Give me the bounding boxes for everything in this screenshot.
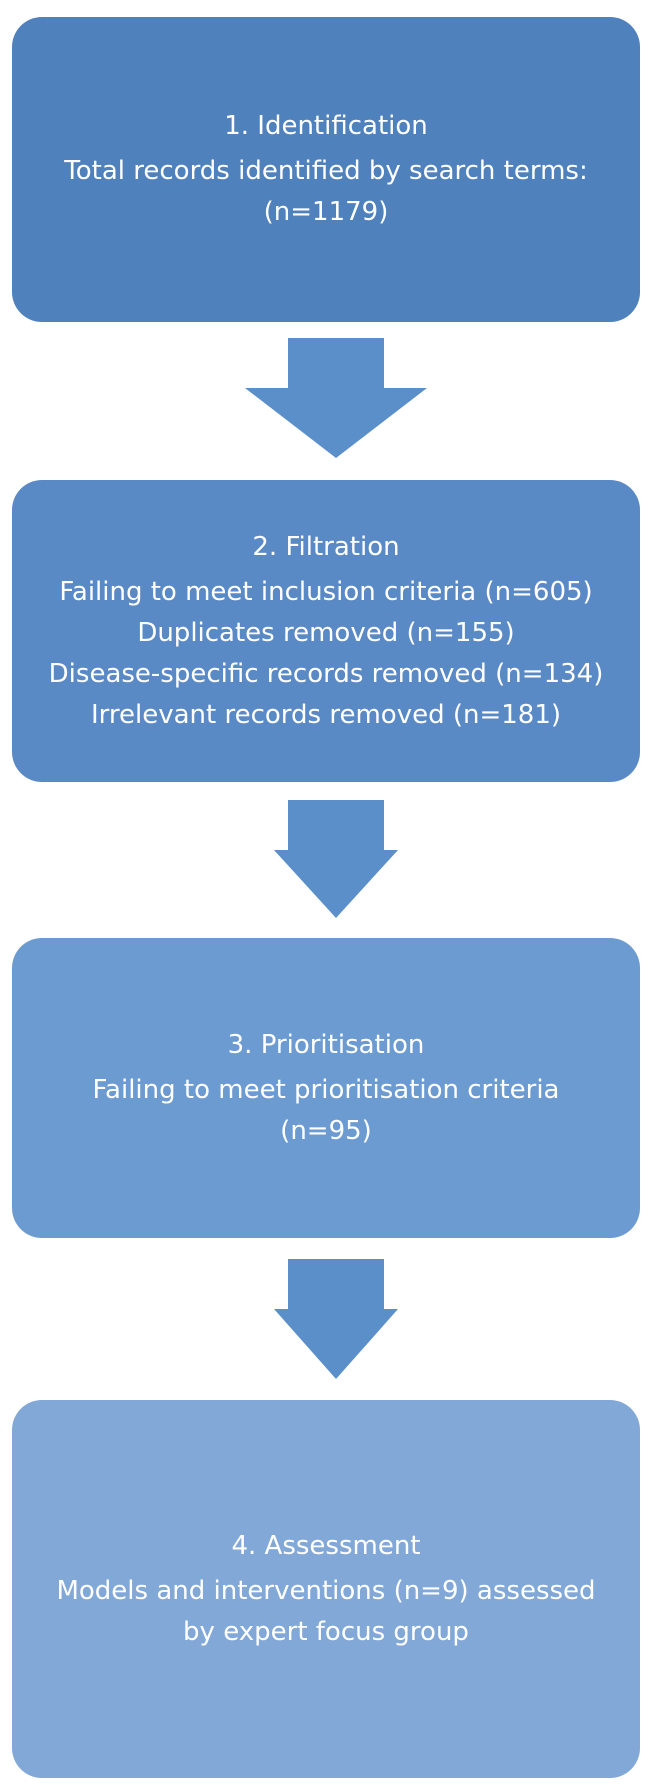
stage-filtration-line: Disease-specific records removed (n=134) <box>48 658 604 689</box>
arrow-down-icon <box>274 1259 398 1379</box>
stage-filtration-line: Failing to meet inclusion criteria (n=60… <box>59 576 593 607</box>
stage-prioritisation-title: 3. Prioritisation <box>227 1029 425 1060</box>
stage-identification-line: Total records identified by search terms… <box>64 156 588 186</box>
stage-filtration-line: Irrelevant records removed (n=181) <box>90 699 562 730</box>
stage-filtration-line: Duplicates removed (n=155) <box>137 617 515 648</box>
stage-assessment-box: 4. Assessment Models and interventions (… <box>12 1400 640 1778</box>
stage-identification-line: (n=1179) <box>263 197 389 227</box>
stage-prioritisation-line: (n=95) <box>280 1115 372 1146</box>
arrow-down-icon <box>245 338 427 458</box>
stage-identification-title: 1. Identification <box>224 111 428 141</box>
stage-identification-box: 1. Identification Total records identifi… <box>12 17 640 322</box>
stage-assessment-line: Models and interventions (n=9) assessed <box>56 1575 596 1606</box>
stage-prioritisation-box: 3. Prioritisation Failing to meet priori… <box>12 938 640 1238</box>
stage-assessment-title: 4. Assessment <box>231 1530 421 1561</box>
stage-prioritisation-line: Failing to meet prioritisation criteria <box>92 1074 560 1105</box>
stage-filtration-box: 2. Filtration Failing to meet inclusion … <box>12 480 640 782</box>
stage-assessment-line: by expert focus group <box>183 1616 469 1647</box>
arrow-down-icon <box>274 800 398 918</box>
stage-filtration-title: 2. Filtration <box>252 531 400 562</box>
